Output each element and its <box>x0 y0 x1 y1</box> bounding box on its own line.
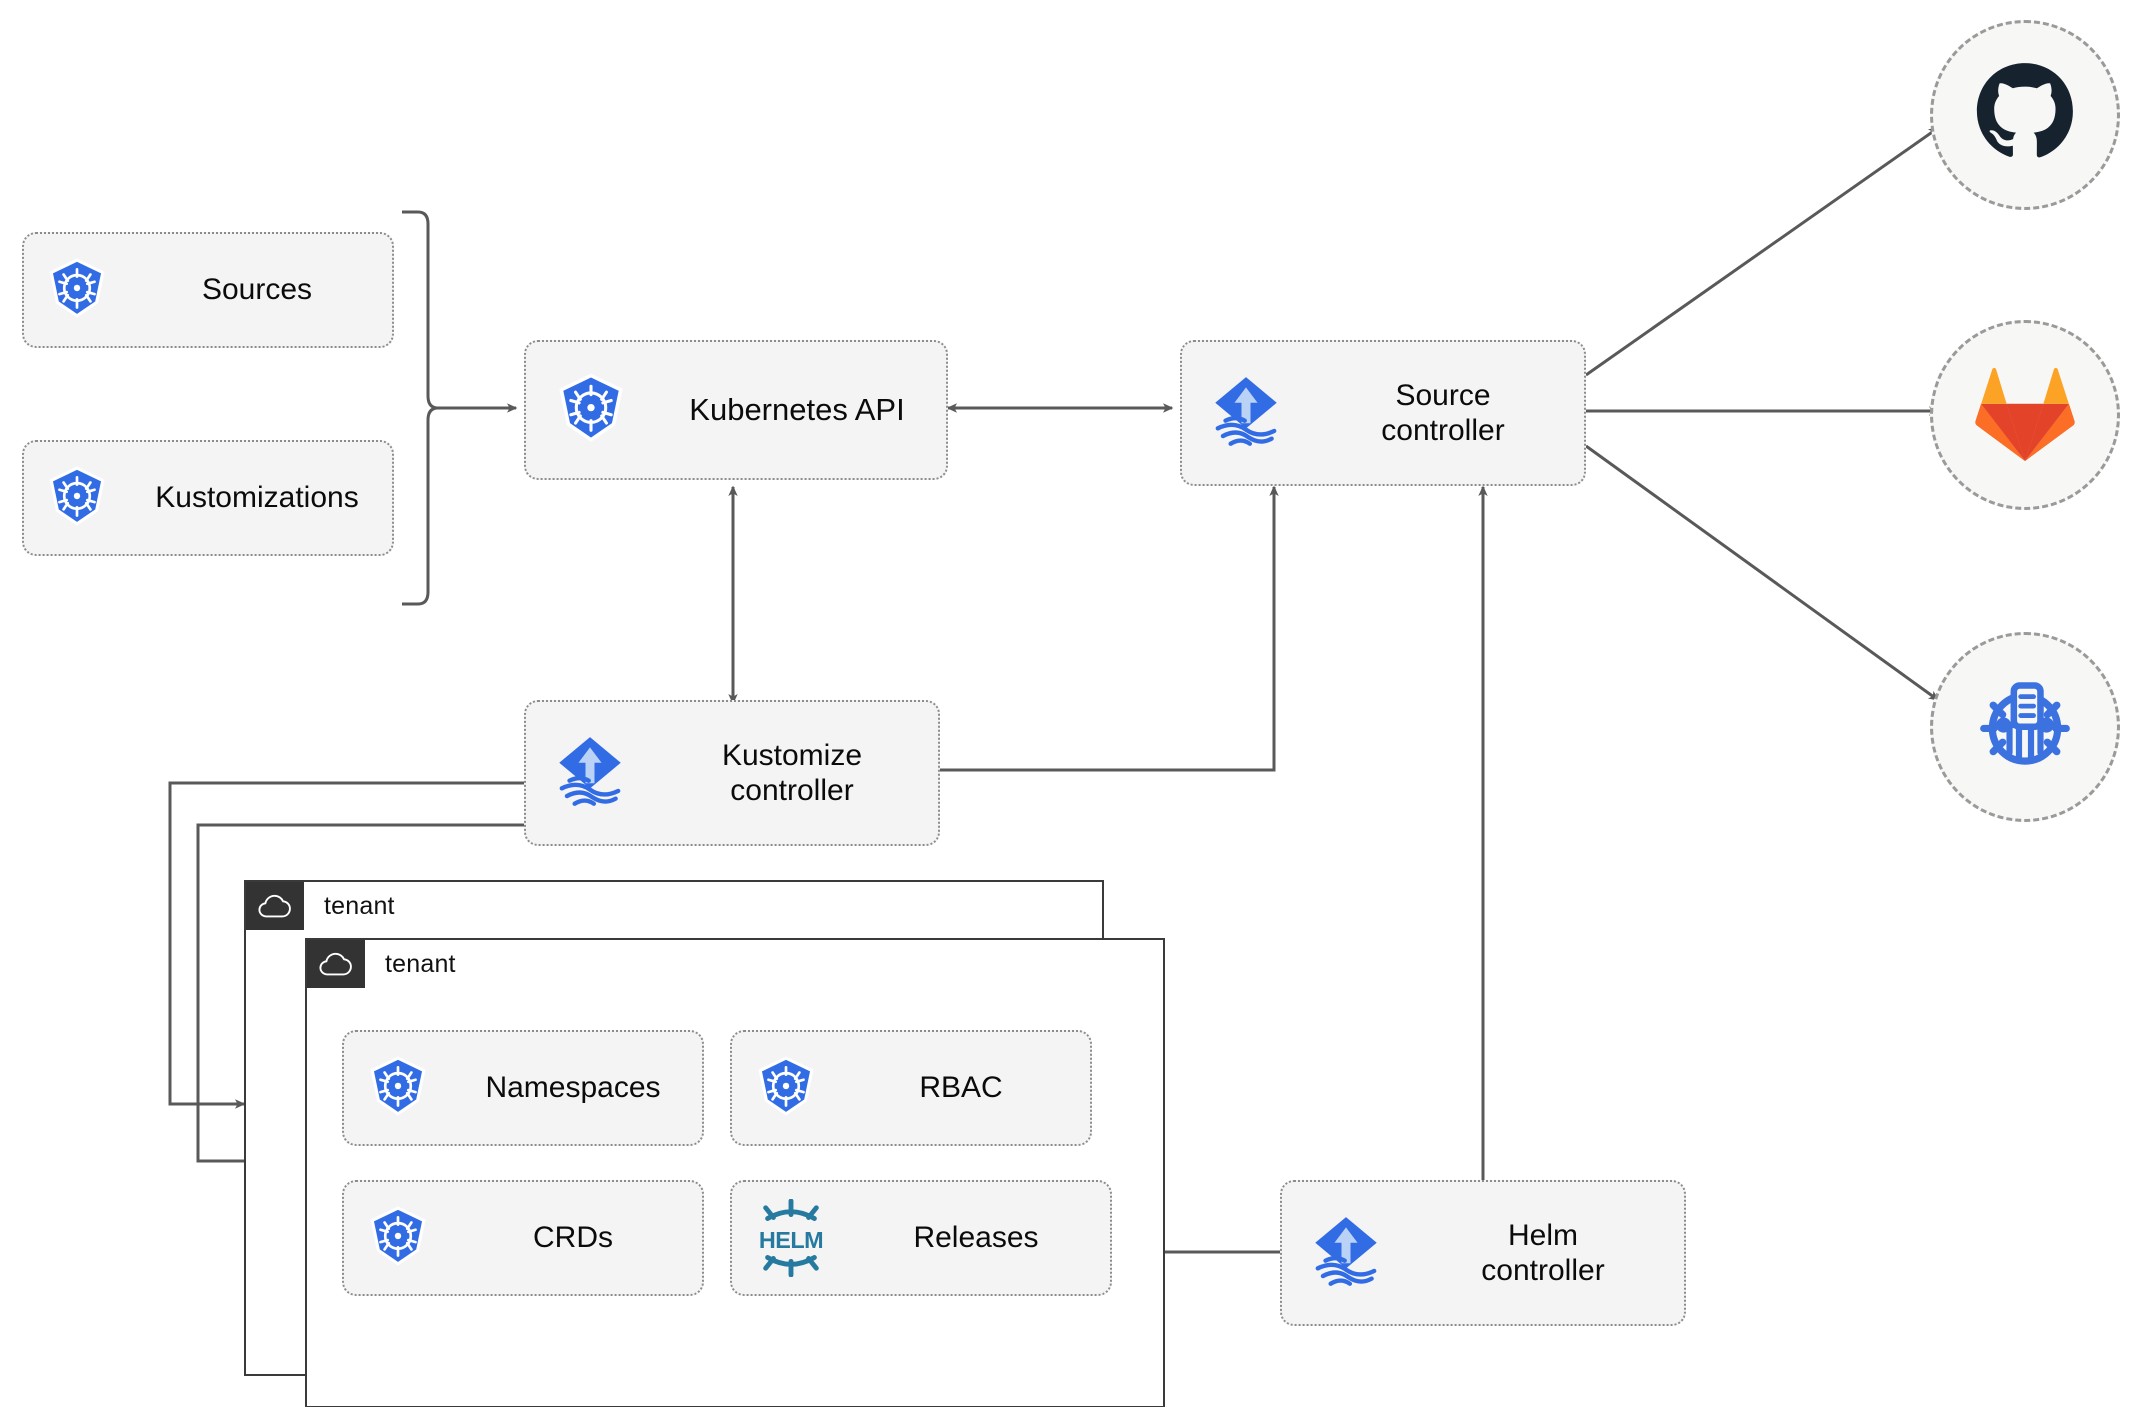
node-label: Kustomizations <box>155 481 359 515</box>
node-kustomizations[interactable]: Kustomizations <box>22 440 394 556</box>
node-helm-controller[interactable]: Helm controller <box>1280 1180 1686 1326</box>
helm-icon: HELM <box>732 1199 850 1277</box>
kubernetes-icon <box>24 257 130 323</box>
node-rbac[interactable]: RBAC <box>730 1030 1092 1146</box>
brace-sources <box>402 210 439 606</box>
node-sources[interactable]: Sources <box>22 232 394 348</box>
node-label: Source controller <box>1381 378 1505 447</box>
flux-icon <box>1282 1212 1410 1294</box>
cloud-icon <box>307 940 365 988</box>
kubernetes-icon <box>526 372 656 448</box>
node-label: Sources <box>201 273 313 307</box>
kubernetes-icon <box>24 465 130 531</box>
node-kustomize-controller[interactable]: Kustomize controller <box>524 700 940 846</box>
wire-kustomize-to-source <box>940 485 1279 772</box>
tenant-label: tenant <box>385 949 456 978</box>
kubernetes-icon <box>344 1055 452 1121</box>
node-label: Namespaces <box>485 1071 661 1105</box>
tenant-box-front[interactable]: tenant <box>305 938 1165 1407</box>
node-label: RBAC <box>919 1071 1003 1105</box>
node-source-controller[interactable]: Source controller <box>1180 340 1586 486</box>
flux-icon <box>1182 372 1310 454</box>
kubernetes-icon <box>732 1055 840 1121</box>
node-label: Kustomize controller <box>721 738 863 807</box>
flux-icon <box>526 732 654 814</box>
github-icon <box>1973 61 2077 170</box>
node-crds[interactable]: CRDs <box>342 1180 704 1296</box>
wire-source-to-chartmuseum <box>1585 444 1940 702</box>
svg-text:HELM: HELM <box>759 1227 823 1253</box>
helm-repository-icon <box>1970 670 2080 785</box>
node-namespaces[interactable]: Namespaces <box>342 1030 704 1146</box>
provider-github[interactable] <box>1930 20 2120 210</box>
tenant-label: tenant <box>324 891 395 920</box>
node-label: Releases <box>913 1221 1039 1255</box>
wire-source-to-github <box>1585 126 1940 377</box>
node-kubernetes-api[interactable]: Kubernetes API <box>524 340 948 480</box>
provider-gitlab[interactable] <box>1930 320 2120 510</box>
tenant-header: tenant <box>307 940 456 988</box>
node-label: Kubernetes API <box>689 391 905 427</box>
node-label: Helm controller <box>1481 1218 1605 1287</box>
tenant-header: tenant <box>246 882 395 930</box>
node-label: CRDs <box>533 1221 613 1255</box>
kubernetes-icon <box>344 1205 452 1271</box>
node-releases[interactable]: HELM Releases <box>730 1180 1112 1296</box>
gitlab-icon <box>1974 365 2076 466</box>
provider-chartmuseum[interactable] <box>1930 632 2120 822</box>
cloud-icon <box>246 882 304 930</box>
